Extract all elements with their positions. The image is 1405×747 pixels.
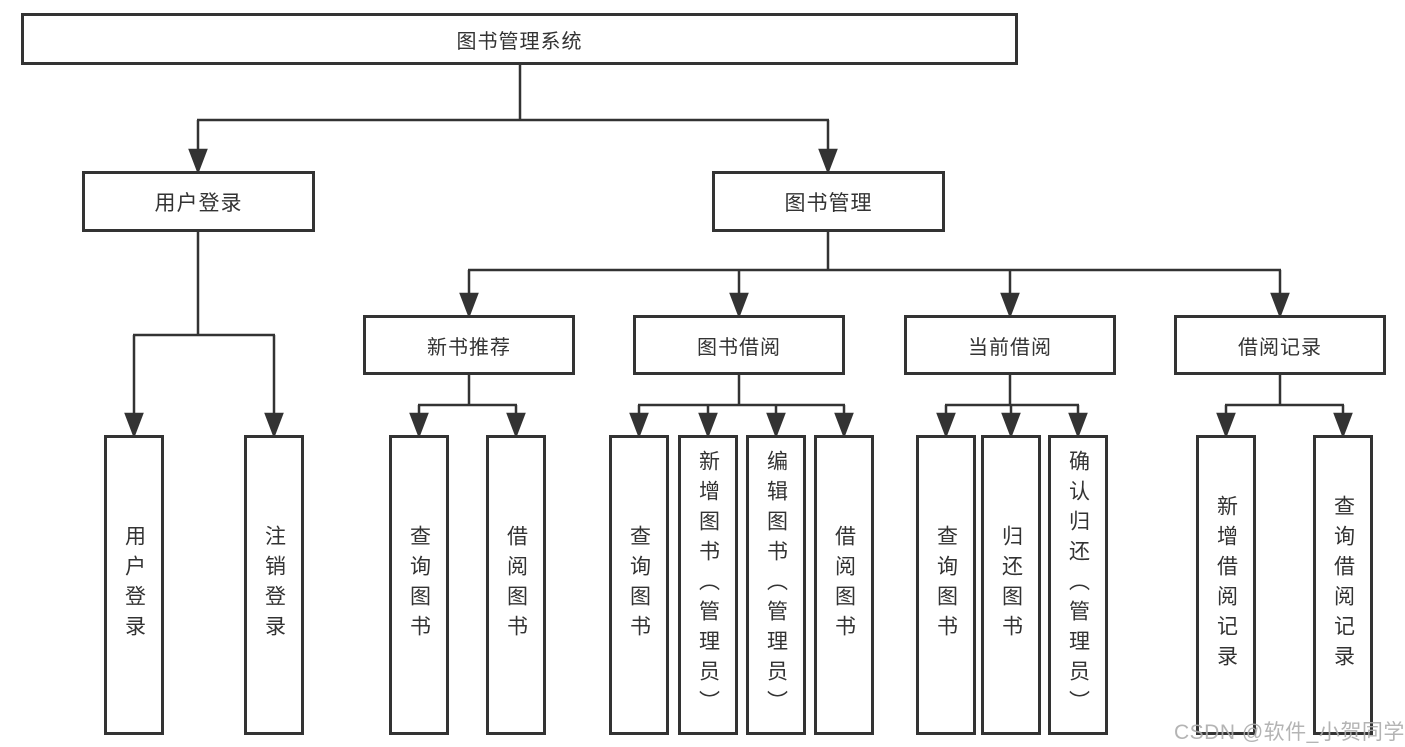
arrowhead-records-query [1333, 412, 1353, 439]
csdn-watermark: CSDN @软件_小贺同学 [1174, 721, 1405, 744]
leaf-current-query-books: 查询图书 [916, 435, 976, 735]
leaf-user-login: 用户登录 [104, 435, 164, 735]
arrowhead-leaf-logout [264, 412, 284, 439]
leaf-borrow-query-books-label: 查询图书 [627, 525, 651, 645]
node-user-login-label: 用户登录 [154, 191, 243, 215]
node-borrow-records-label: 借阅记录 [1238, 336, 1322, 359]
leaf-user-login-label: 用户登录 [122, 525, 146, 645]
arrowhead-current-confirm [1068, 412, 1088, 439]
leaf-borrow-query-books: 查询图书 [609, 435, 669, 735]
leaf-records-query-record-label: 查询借阅记录 [1331, 495, 1355, 675]
arrowhead-borrow-query [629, 412, 649, 439]
leaf-recommend-query-books-label: 查询图书 [407, 525, 431, 645]
leaf-borrow-edit-books-admin: 编辑图书（管理员） [746, 435, 806, 735]
leaf-current-confirm-return-admin-label: 确认归还（管理员） [1066, 450, 1090, 720]
leaf-records-add-record: 新增借阅记录 [1196, 435, 1256, 735]
arrowhead-leaf-user-login [124, 412, 144, 439]
arrowhead-recommend-query [409, 412, 429, 439]
arrowhead-borrow-records [1270, 292, 1290, 319]
leaf-borrow-borrow-books: 借阅图书 [814, 435, 874, 735]
leaf-borrow-add-books-admin-label: 新增图书（管理员） [696, 450, 720, 720]
arrowhead-user-login [188, 148, 208, 175]
arrowhead-records-add [1216, 412, 1236, 439]
leaf-records-add-record-label: 新增借阅记录 [1214, 495, 1238, 675]
leaf-recommend-query-books: 查询图书 [389, 435, 449, 735]
arrowhead-borrow-add [698, 412, 718, 439]
leaf-recommend-borrow-books: 借阅图书 [486, 435, 546, 735]
leaf-borrow-add-books-admin: 新增图书（管理员） [678, 435, 738, 735]
node-book-borrow: 图书借阅 [633, 315, 845, 375]
leaf-records-query-record: 查询借阅记录 [1313, 435, 1373, 735]
leaf-recommend-borrow-books-label: 借阅图书 [504, 525, 528, 645]
arrowhead-book-management [818, 148, 838, 175]
node-book-management-label: 图书管理 [784, 191, 873, 215]
arrowhead-current-query [936, 412, 956, 439]
arrowhead-book-borrow [729, 292, 749, 319]
node-new-book-recommend-label: 新书推荐 [427, 336, 511, 359]
node-root: 图书管理系统 [21, 13, 1018, 65]
node-book-management: 图书管理 [712, 171, 945, 232]
leaf-current-return-books: 归还图书 [981, 435, 1041, 735]
node-book-borrow-label: 图书借阅 [697, 336, 781, 359]
node-new-book-recommend: 新书推荐 [363, 315, 575, 375]
leaf-borrow-borrow-books-label: 借阅图书 [832, 525, 856, 645]
arrowhead-current-return [1001, 412, 1021, 439]
leaf-borrow-edit-books-admin-label: 编辑图书（管理员） [764, 450, 788, 720]
arrowhead-borrow-edit [766, 412, 786, 439]
node-borrow-records: 借阅记录 [1174, 315, 1386, 375]
leaf-logout-label: 注销登录 [262, 525, 286, 645]
node-root-label: 图书管理系统 [456, 30, 583, 53]
arrowhead-borrow-borrow [834, 412, 854, 439]
leaf-logout: 注销登录 [244, 435, 304, 735]
leaf-current-return-books-label: 归还图书 [999, 525, 1023, 645]
arrowhead-current-borrow [1000, 292, 1020, 319]
node-current-borrow-label: 当前借阅 [968, 336, 1052, 359]
leaf-current-confirm-return-admin: 确认归还（管理员） [1048, 435, 1108, 735]
node-user-login: 用户登录 [82, 171, 315, 232]
leaf-current-query-books-label: 查询图书 [934, 525, 958, 645]
arrowhead-new-book-recommend [459, 292, 479, 319]
arrowhead-recommend-borrow [506, 412, 526, 439]
node-current-borrow: 当前借阅 [904, 315, 1116, 375]
